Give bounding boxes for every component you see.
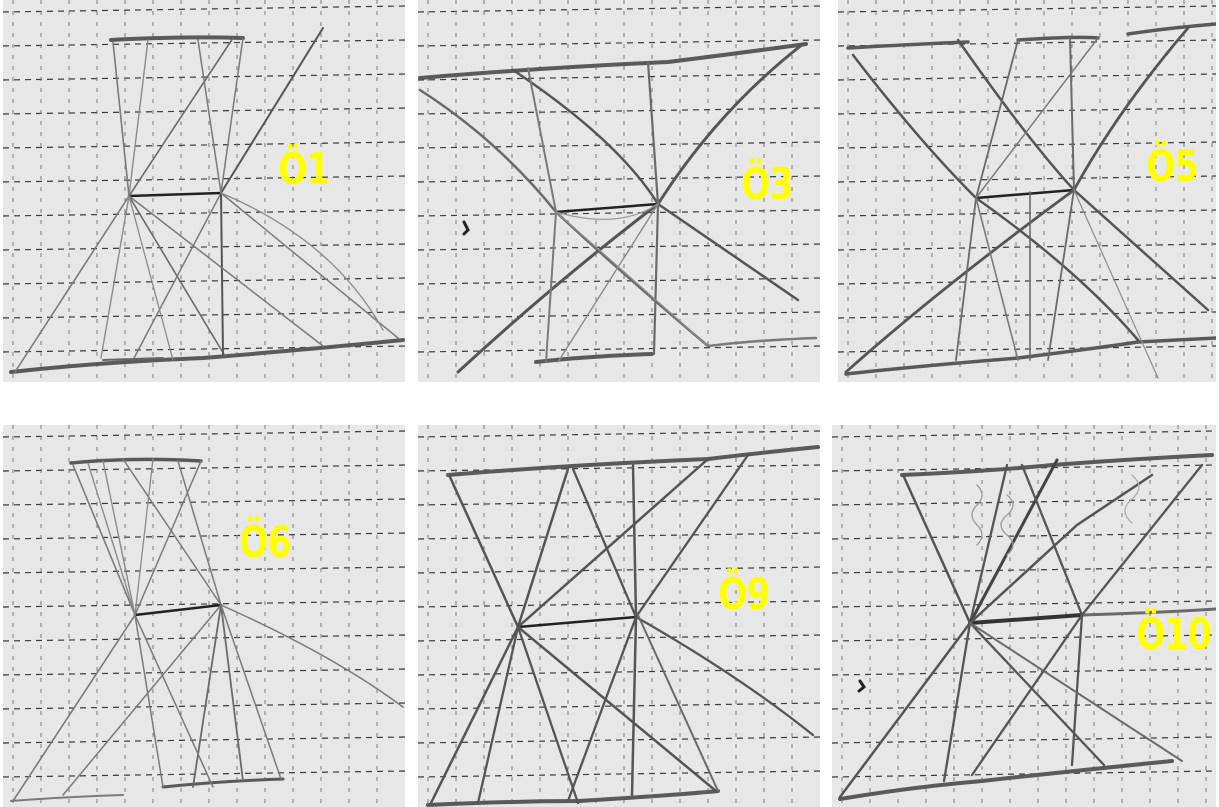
sketch-panel-o1: Ö1 bbox=[3, 0, 405, 382]
pencil-sketch-o6 bbox=[3, 425, 405, 807]
pencil-sketch-o1 bbox=[3, 0, 405, 382]
panel-label: Ö1 bbox=[278, 148, 330, 192]
panel-label: Ö3 bbox=[741, 163, 793, 207]
sketch-panel-o6: Ö6 bbox=[3, 425, 405, 807]
panel-label: Ö10 bbox=[1136, 613, 1211, 657]
sketch-panel-o10: Ö10 bbox=[832, 425, 1216, 807]
panel-label: Ö9 bbox=[718, 573, 770, 617]
sketch-panel-o3: Ö3 bbox=[418, 0, 820, 382]
panel-label: Ö6 bbox=[239, 521, 291, 565]
sketch-panel-o9: Ö9 bbox=[418, 425, 820, 807]
sketch-panel-o5: Ö5 bbox=[838, 0, 1216, 382]
panel-label: Ö5 bbox=[1146, 145, 1198, 189]
